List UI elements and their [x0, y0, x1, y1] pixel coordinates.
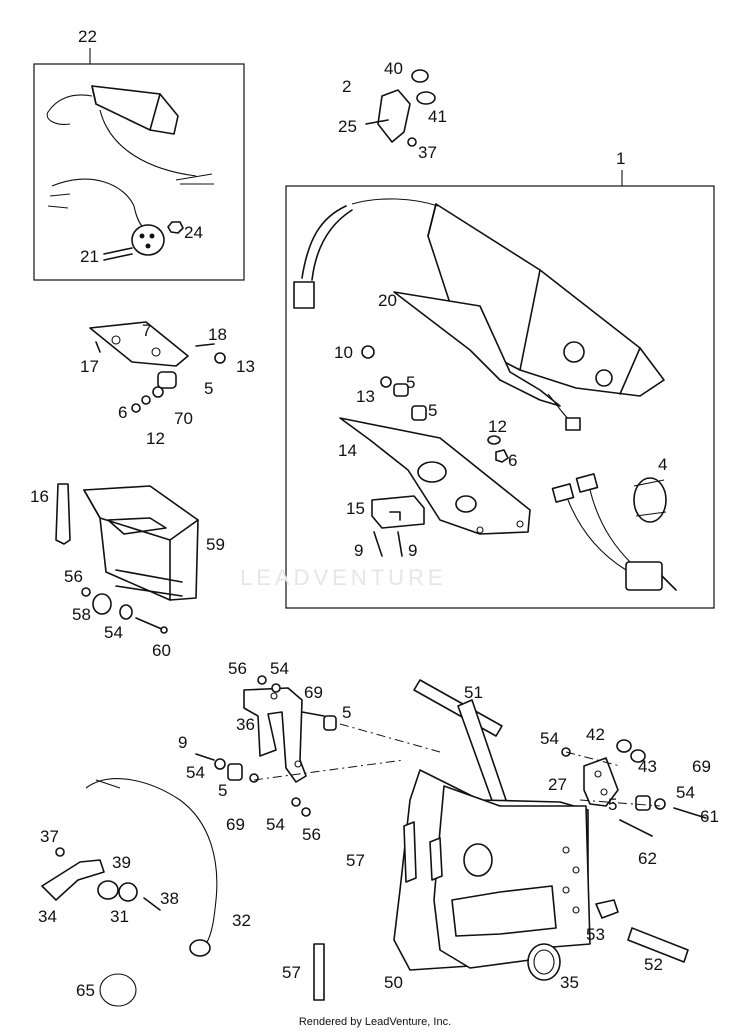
- watermark-text: LEADVENTURE: [240, 565, 447, 590]
- block-part-15: [371, 495, 425, 557]
- callout-5-b: 5: [406, 373, 415, 392]
- cable-part-32: [85, 778, 218, 957]
- sensor-module-part-22: [46, 85, 214, 261]
- callout-22: 22: [78, 27, 97, 46]
- callout-13-b: 13: [356, 387, 375, 406]
- callout-56-b: 56: [228, 659, 247, 678]
- callout-69: 69: [304, 683, 323, 702]
- callout-40: 40: [384, 59, 403, 78]
- bracket-part-36: [195, 675, 337, 817]
- callout-10: 10: [334, 343, 353, 362]
- callout-60: 60: [152, 641, 171, 660]
- pin-part-57: [313, 943, 325, 1001]
- callout-18: 18: [208, 325, 227, 344]
- callout-12-b: 12: [488, 417, 507, 436]
- callout-54-e: 54: [676, 783, 695, 802]
- callout-1: 1: [616, 149, 625, 168]
- callout-34: 34: [38, 907, 57, 926]
- callout-70: 70: [174, 409, 193, 428]
- callout-43: 43: [638, 757, 657, 776]
- callout-69-c: 69: [226, 815, 245, 834]
- assembly-lines: [253, 723, 661, 807]
- carrier-part-59: [55, 483, 199, 601]
- callout-37: 37: [418, 143, 437, 162]
- main-plate-part-50: [393, 769, 591, 971]
- callout-5-f: 5: [608, 795, 617, 814]
- callout-14: 14: [338, 441, 357, 460]
- group-frame-22: [33, 63, 245, 281]
- callout-39: 39: [112, 853, 131, 872]
- callout-labels: 22 2 40 41 25 37 1 24 21 20 7 18 17 13 5…: [30, 27, 719, 1000]
- callout-20: 20: [378, 291, 397, 310]
- bracket-part-7: [89, 321, 226, 413]
- callout-9-c: 9: [178, 733, 187, 752]
- callout-56: 56: [64, 567, 83, 586]
- callout-6: 6: [118, 403, 127, 422]
- callout-5-c: 5: [428, 401, 437, 420]
- callout-2: 2: [342, 77, 351, 96]
- callout-12: 12: [146, 429, 165, 448]
- callout-21: 21: [80, 247, 99, 266]
- housing-part-1: [293, 198, 665, 431]
- callout-61: 61: [700, 807, 719, 826]
- callout-41: 41: [428, 107, 447, 126]
- fasteners-group-1: [361, 345, 509, 463]
- callout-9-b: 9: [408, 541, 417, 560]
- callout-53: 53: [586, 925, 605, 944]
- callout-50: 50: [384, 973, 403, 992]
- callout-56-c: 56: [302, 825, 321, 844]
- callout-54-b: 54: [270, 659, 289, 678]
- callout-17: 17: [80, 357, 99, 376]
- callout-54-f: 54: [266, 815, 285, 834]
- callout-5-d: 5: [342, 703, 351, 722]
- callout-69-b: 69: [692, 757, 711, 776]
- callout-24: 24: [184, 223, 203, 242]
- callout-7: 7: [142, 321, 151, 340]
- callout-57: 57: [346, 851, 365, 870]
- callout-42: 42: [586, 725, 605, 744]
- callout-51: 51: [464, 683, 483, 702]
- clamp-ring-part-65: [99, 973, 137, 1007]
- callout-57-b: 57: [282, 963, 301, 982]
- bracket-part-2: [365, 69, 436, 147]
- callout-54-d: 54: [186, 763, 205, 782]
- switch-harness-part-4: [551, 473, 677, 591]
- callout-5-e: 5: [218, 781, 227, 800]
- callout-15: 15: [346, 499, 365, 518]
- callout-5: 5: [204, 379, 213, 398]
- callout-54: 54: [104, 623, 123, 642]
- group-frame-1: [285, 185, 715, 609]
- callout-59: 59: [206, 535, 225, 554]
- callout-32: 32: [232, 911, 251, 930]
- callout-38: 38: [160, 889, 179, 908]
- fasteners-group-59: [81, 587, 168, 634]
- callout-4: 4: [658, 455, 667, 474]
- callout-54-c: 54: [540, 729, 559, 748]
- callout-13: 13: [236, 357, 255, 376]
- callout-62: 62: [638, 849, 657, 868]
- footer-credit: Rendered by LeadVenture, Inc.: [298, 1016, 452, 1028]
- callout-25: 25: [338, 117, 357, 136]
- callout-52: 52: [644, 955, 663, 974]
- mounting-plate-part-14: [339, 417, 531, 535]
- callout-16: 16: [30, 487, 49, 506]
- callout-35: 35: [560, 973, 579, 992]
- callout-27: 27: [548, 775, 567, 794]
- callout-36: 36: [236, 715, 255, 734]
- bracket-part-34: [41, 847, 161, 911]
- bracket-part-27: [527, 739, 707, 981]
- callout-65: 65: [76, 981, 95, 1000]
- callout-9: 9: [354, 541, 363, 560]
- callout-58: 58: [72, 605, 91, 624]
- callout-6-b: 6: [508, 451, 517, 470]
- callout-31: 31: [110, 907, 129, 926]
- callout-37-b: 37: [40, 827, 59, 846]
